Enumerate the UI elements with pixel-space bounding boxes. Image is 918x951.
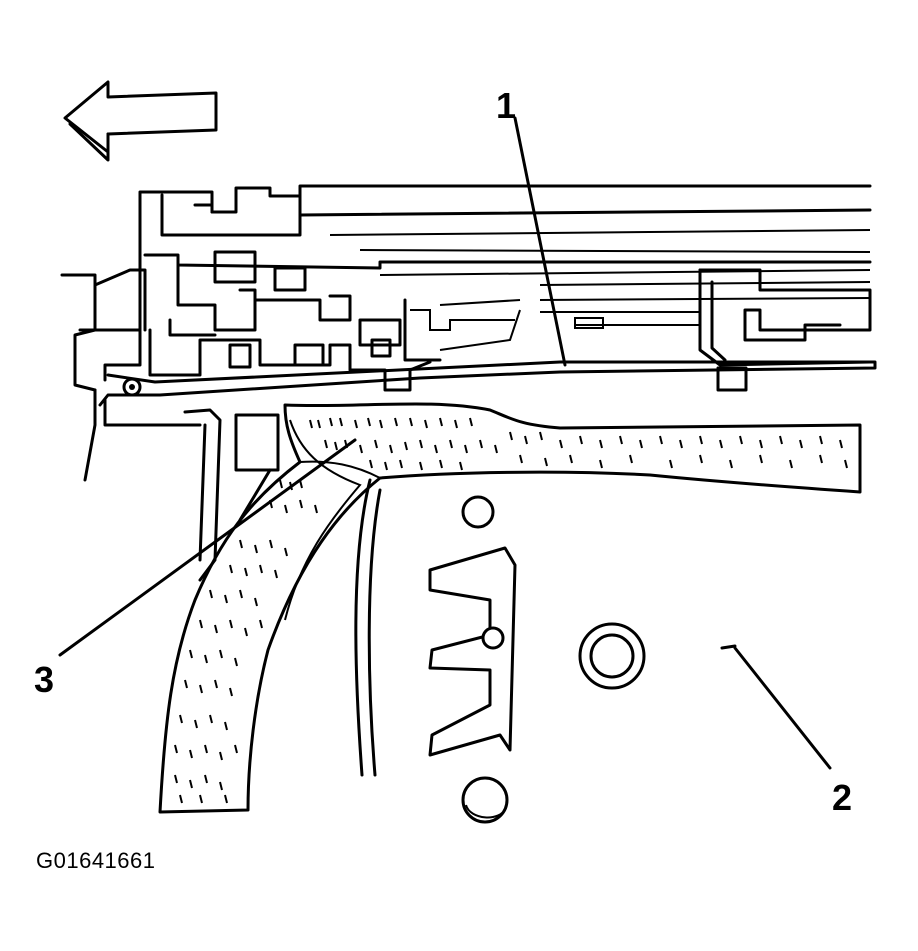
carpet-texture [174,417,848,804]
carpet-padding [158,402,862,814]
figure-id-label: G01641661 [36,848,156,873]
floor-bracket [428,495,737,824]
leader-line-3 [58,438,357,657]
leader-line-2 [733,646,832,770]
leader-line-1 [513,116,567,367]
callout-3: 3 [34,659,55,700]
callout-1: 1 [496,85,517,126]
left-trim-panel [183,408,382,777]
leader-lines [58,116,832,770]
left-arrow-icon [63,80,218,162]
instrument-panel-structure [60,184,877,482]
callout-2: 2 [832,777,853,818]
